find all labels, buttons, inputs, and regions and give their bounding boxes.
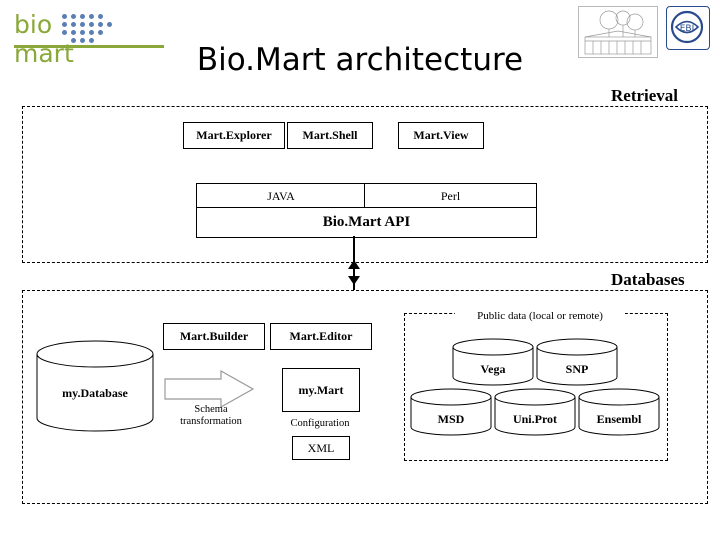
public-data-panel [404, 313, 668, 461]
biomart-logo: biomart [14, 8, 164, 68]
logo-text-right: mart [14, 39, 74, 68]
logo-underline [14, 45, 164, 48]
box-java: JAVA [196, 183, 366, 209]
cylinder-uniprot: Uni.Prot [494, 388, 576, 436]
logo-text-left: bio [14, 10, 53, 39]
schema-transformation-arrow-icon [163, 369, 255, 409]
schema-transformation-caption: Schema transformation [180, 404, 242, 428]
retrieval-panel [22, 106, 708, 263]
svg-text:EBI: EBI [680, 24, 695, 34]
page-title: Bio.Mart architecture [196, 42, 524, 78]
cylinder-my-database: my.Database [36, 340, 154, 432]
box-my-mart: my.Mart [282, 368, 360, 412]
configuration-caption: Configuration [290, 418, 350, 429]
public-data-caption: Public data (local or remote) [455, 310, 625, 323]
logo-text: biomart [14, 10, 164, 68]
databases-panel [22, 290, 708, 504]
cylinder-label-snp: SNP [565, 362, 589, 376]
section-label-databases: Databases [611, 270, 685, 289]
box-mart-builder[interactable]: Mart.Builder [163, 323, 265, 350]
connector-arrow-down-icon [348, 276, 360, 285]
box-biomart-api: Bio.Mart API [196, 207, 537, 238]
ebi-logo-icon: EBI [666, 6, 710, 50]
connector-arrow-up-icon [348, 260, 360, 269]
section-label-retrieval: Retrieval [611, 86, 679, 105]
building-sketch-icon [578, 6, 658, 58]
cylinder-label-vega: Vega [480, 362, 506, 376]
cylinder-ensembl: Ensembl [578, 388, 660, 436]
logo-dots-icon [62, 14, 118, 44]
cylinder-label-ensembl: Ensembl [596, 412, 642, 426]
box-xml: XML [292, 436, 350, 460]
cylinder-label-msd: MSD [437, 412, 465, 426]
box-mart-view[interactable]: Mart.View [398, 122, 484, 149]
cylinder-snp: SNP [536, 338, 618, 386]
cylinder-msd: MSD [410, 388, 492, 436]
cylinder-label-uniprot: Uni.Prot [512, 412, 558, 426]
cylinder-vega: Vega [452, 338, 534, 386]
box-mart-explorer[interactable]: Mart.Explorer [183, 122, 285, 149]
box-perl: Perl [364, 183, 537, 209]
box-mart-editor[interactable]: Mart.Editor [270, 323, 372, 350]
cylinder-label-my-database: my.Database [62, 386, 128, 400]
box-mart-shell[interactable]: Mart.Shell [287, 122, 373, 149]
